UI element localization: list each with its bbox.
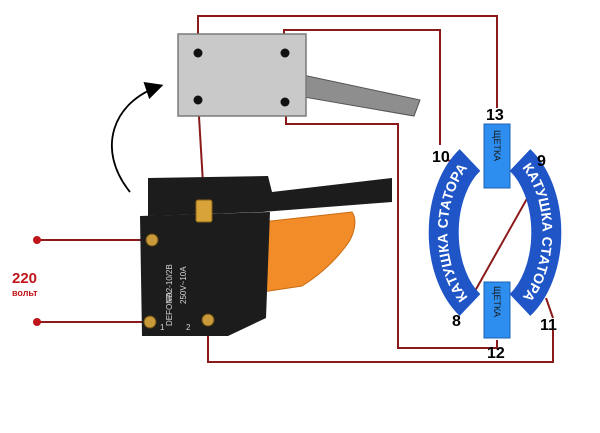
trigger-switch: FA2-10/2B 250V~10A DEFOND 1 2	[140, 176, 392, 336]
switch-top-cap	[148, 176, 392, 216]
relay-contact-bl	[193, 95, 203, 105]
switch-brand-text: DEFOND	[165, 292, 174, 326]
switch-pin-2: 2	[186, 323, 191, 332]
terminal-10: 10	[432, 149, 450, 166]
brush-bottom-label: ЩЕТКА	[492, 286, 502, 317]
brush-top-label: ЩЕТКА	[492, 130, 502, 161]
curved-arrow-icon	[111, 82, 164, 193]
stator-coil-left: КАТУШКА СТАТОРА	[428, 149, 481, 316]
switch-top-terminal	[195, 199, 213, 223]
switch-rating-text: 250V~10A	[179, 266, 188, 304]
relay-lever	[297, 73, 421, 117]
supply-terminal-top	[33, 236, 41, 244]
supply-voltage-label: 220	[12, 270, 37, 287]
switch-screw-top	[145, 233, 159, 247]
relay-contact-tl	[193, 48, 203, 58]
wire-coil-11-lead	[545, 297, 554, 319]
supply-terminal-bottom	[33, 318, 41, 326]
wire-relay-to-12	[285, 104, 498, 349]
relay-contact-tr	[280, 48, 290, 58]
wire-switch-to-11	[207, 322, 554, 363]
switch-model-text: FA2-10/2B	[165, 264, 174, 302]
terminal-8: 8	[452, 313, 461, 330]
terminal-9: 9	[537, 153, 546, 170]
switch-pin-1: 1	[160, 323, 165, 332]
terminal-13: 13	[486, 107, 504, 124]
terminal-12: 12	[487, 345, 505, 362]
trigger-button	[261, 211, 356, 293]
terminal-11: 11	[540, 317, 557, 334]
relay-contact-br	[280, 97, 290, 107]
brush-top: ЩЕТКА	[483, 123, 511, 189]
switch-screw-bottom	[143, 315, 157, 329]
switch-screw-right	[201, 313, 215, 327]
brush-bottom: ЩЕТКА	[483, 281, 511, 339]
switch-housing	[140, 212, 270, 336]
supply-unit-label: вольт	[12, 288, 38, 298]
stator-coil-right: КАТУШКА СТАТОРА	[509, 149, 562, 316]
relay-box	[177, 33, 421, 117]
